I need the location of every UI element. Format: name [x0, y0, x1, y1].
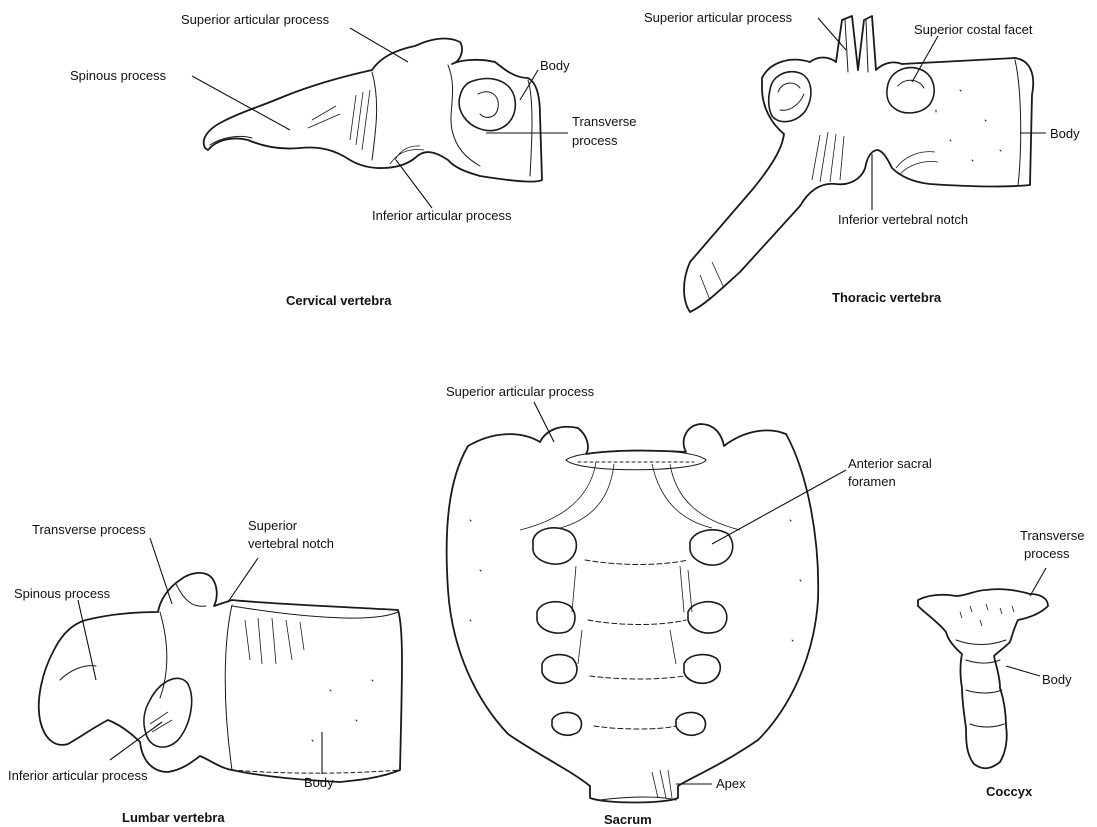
coccyx-transverse-process-label-1: Transverse — [1020, 528, 1085, 543]
coccyx-drawing — [918, 589, 1048, 768]
thoracic-superior-articular-process-label: Superior articular process — [644, 10, 793, 25]
sacrum-caption: Sacrum — [604, 812, 652, 827]
lumbar-superior-vertebral-notch-label-1: Superior — [248, 518, 298, 533]
lumbar-spinous-process-label: Spinous process — [14, 586, 111, 601]
cervical-body-label: Body — [540, 58, 570, 73]
thoracic-superior-costal-facet-label: Superior costal facet — [914, 22, 1033, 37]
cervical-inferior-articular-process-label: Inferior articular process — [372, 208, 512, 223]
thoracic-inferior-vertebral-notch-label: Inferior vertebral notch — [838, 212, 968, 227]
lumbar-transverse-process-label: Transverse process — [32, 522, 146, 537]
cervical-transverse-process-label-2: process — [572, 133, 618, 148]
lumbar-vertebra-drawing — [39, 573, 402, 782]
coccyx-caption: Coccyx — [986, 784, 1033, 799]
thoracic-vertebra-drawing — [684, 16, 1033, 312]
lumbar-vertebra-caption: Lumbar vertebra — [122, 810, 225, 825]
thoracic-body-label: Body — [1050, 126, 1080, 141]
coccyx-transverse-process-label-2: process — [1024, 546, 1070, 561]
coccyx-body-label: Body — [1042, 672, 1072, 687]
sacrum-apex-label: Apex — [716, 776, 746, 791]
sacrum-drawing — [447, 424, 819, 803]
cervical-spinous-process-label: Spinous process — [70, 68, 167, 83]
lumbar-inferior-articular-process-label: Inferior articular process — [8, 768, 148, 783]
cervical-superior-articular-process-label: Superior articular process — [181, 12, 330, 27]
lumbar-superior-vertebral-notch-label-2: vertebral notch — [248, 536, 334, 551]
sacrum-anterior-sacral-foramen-label-1: Anterior sacral — [848, 456, 932, 471]
thoracic-vertebra-caption: Thoracic vertebra — [832, 290, 942, 305]
sacrum-superior-articular-process-label: Superior articular process — [446, 384, 595, 399]
sacrum-anterior-sacral-foramen-label-2: foramen — [848, 474, 896, 489]
cervical-transverse-process-label-1: Transverse — [572, 114, 637, 129]
lumbar-body-label: Body — [304, 775, 334, 790]
cervical-vertebra-caption: Cervical vertebra — [286, 293, 392, 308]
